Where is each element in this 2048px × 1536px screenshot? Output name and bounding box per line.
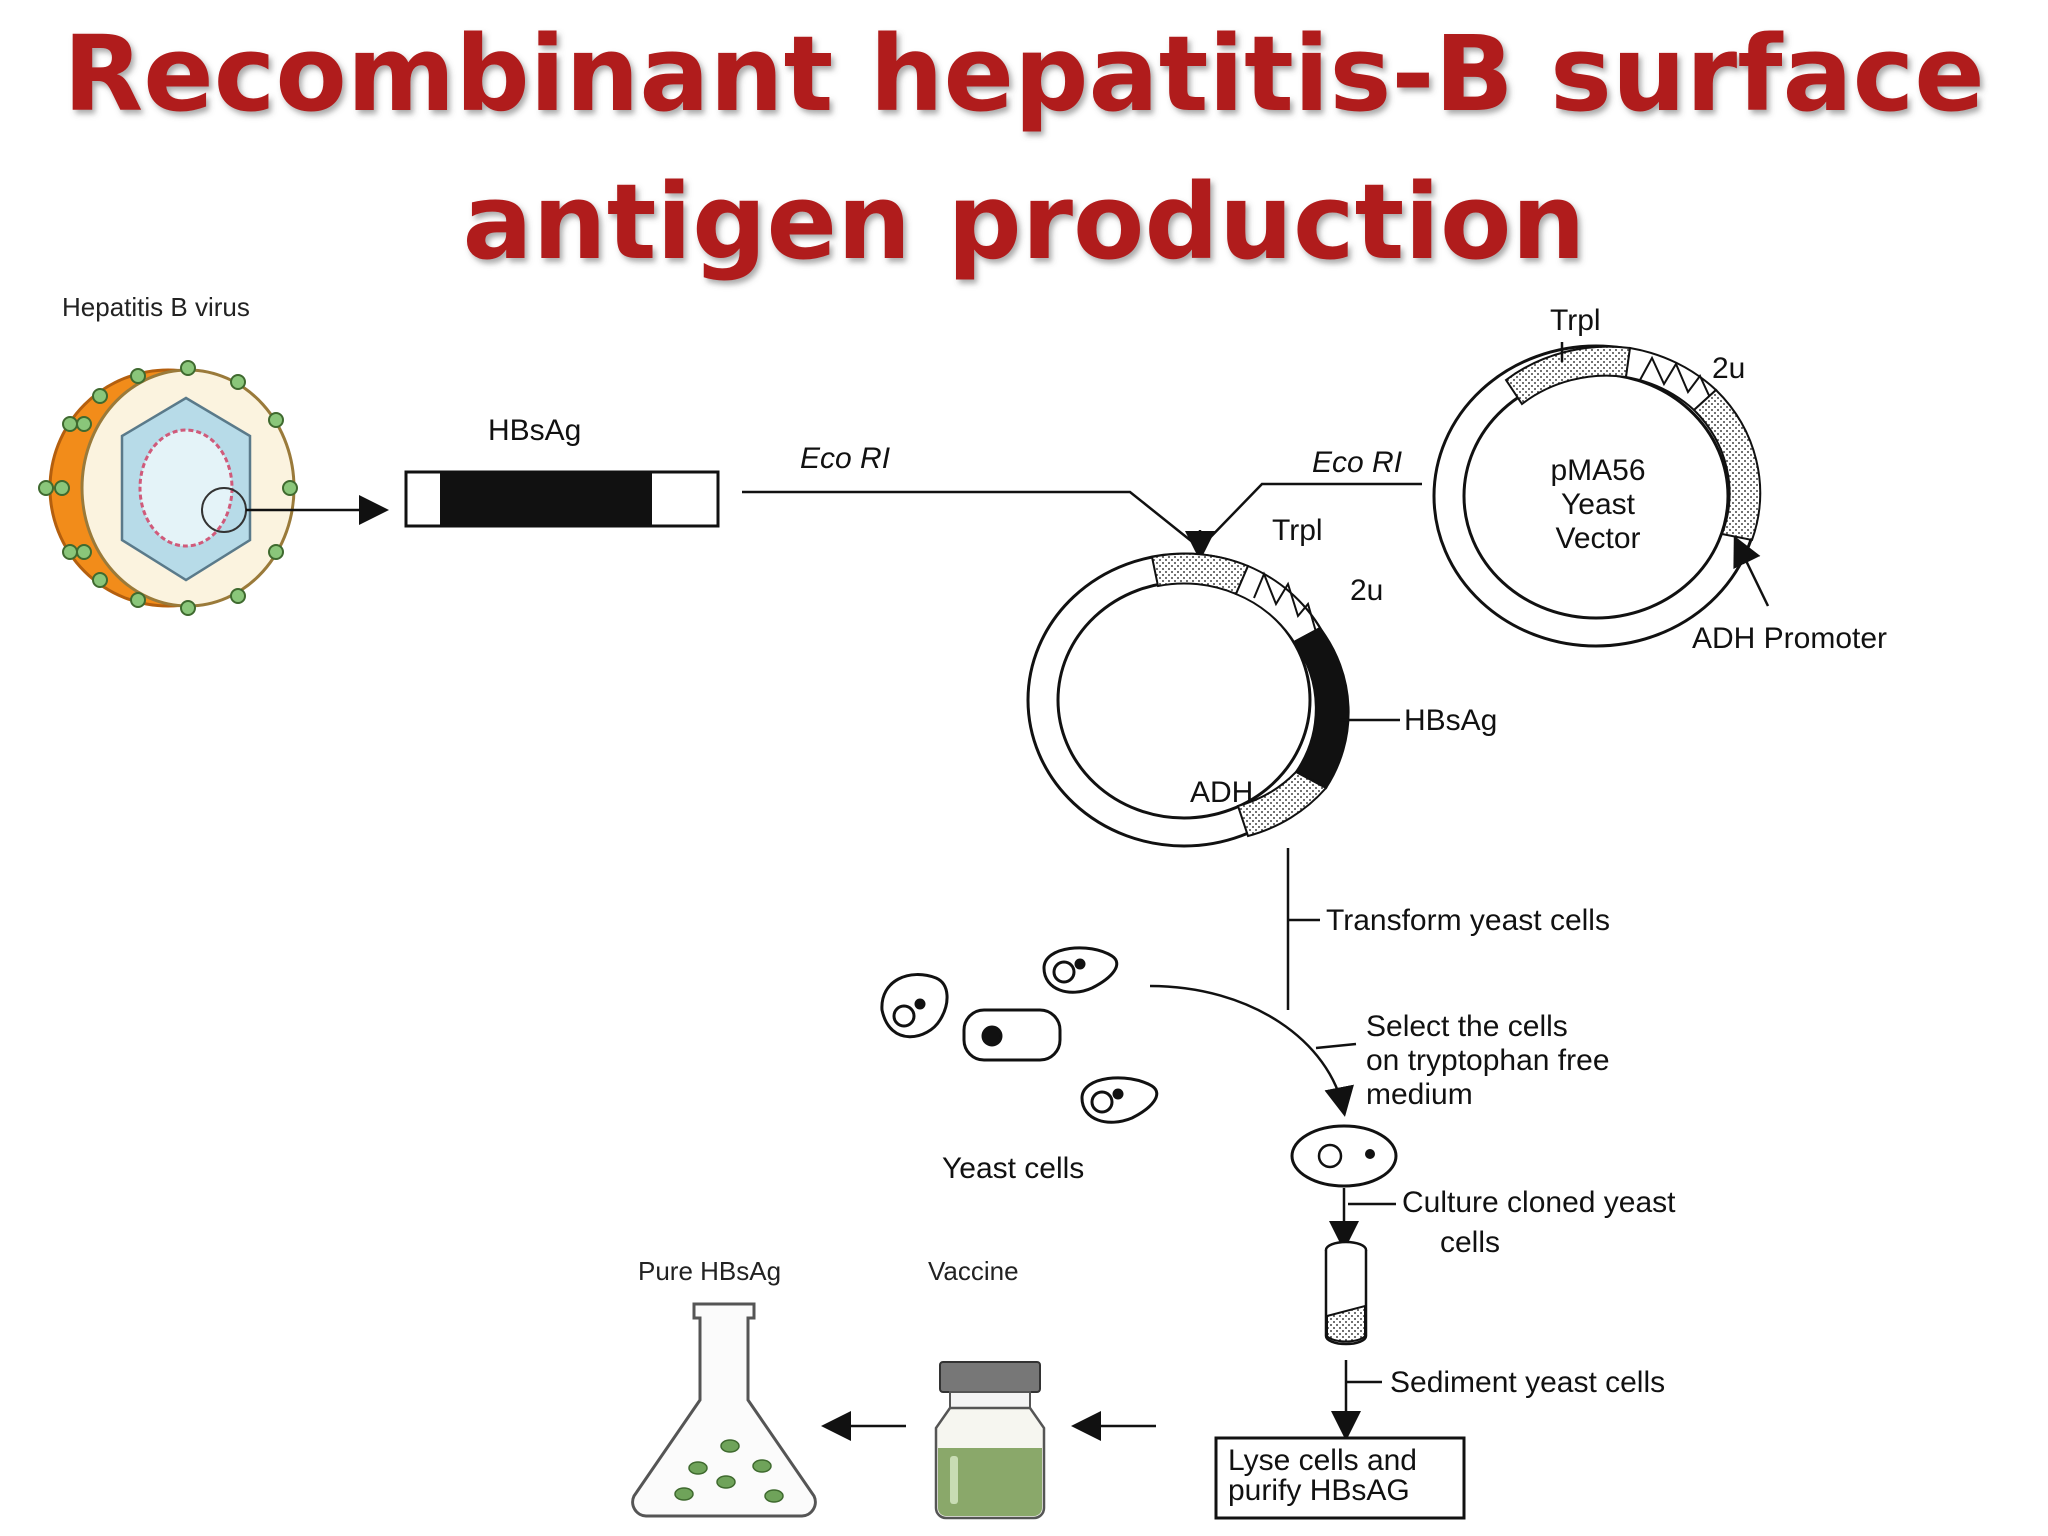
ecori-left-line <box>742 490 1201 549</box>
select-label-line-2: on tryptophan free <box>1366 1044 1610 1077</box>
pure-hbsag-flask <box>631 1302 817 1518</box>
virus-label: Hepatitis B virus <box>62 292 250 322</box>
select-label-line-3: medium <box>1366 1078 1473 1111</box>
yeast-cells-label: Yeast cells <box>942 1152 1084 1185</box>
vector-name-line-1: pMA56 <box>1550 454 1645 487</box>
select-arrow <box>1149 984 1354 1117</box>
recombinant-2u-label: 2u <box>1350 574 1383 607</box>
title-line-2: antigen production <box>463 161 1586 283</box>
vector-trp-label: Trpl <box>1550 304 1601 337</box>
pma56-vector-plasmid <box>1432 344 1762 648</box>
vector-2u-label: 2u <box>1712 352 1745 385</box>
ecori-left-label: Eco RI <box>800 442 890 475</box>
culture-label-line-1: Culture cloned yeast <box>1402 1186 1676 1219</box>
title-line-1: Recombinant hepatitis-B surface <box>63 13 1985 135</box>
pure-hbsag-label: Pure HBsAg <box>638 1256 781 1286</box>
culture-tube <box>1324 1240 1368 1346</box>
yeast-cells-group <box>880 946 1159 1124</box>
recombinant-adh-label: ADH <box>1190 776 1253 809</box>
vector-name-line-3: Vector <box>1555 522 1640 555</box>
recombinant-plasmid <box>1026 552 1350 848</box>
ecori-right-label: Eco RI <box>1312 446 1402 479</box>
vaccine-label: Vaccine <box>928 1256 1019 1286</box>
select-tick <box>1315 1042 1357 1050</box>
vaccine-vial <box>934 1361 1046 1520</box>
transform-label: Transform yeast cells <box>1326 904 1610 937</box>
sediment-label: Sediment yeast cells <box>1390 1366 1665 1399</box>
hepatitis-b-virus-illustration <box>38 360 298 616</box>
promoter-pointer <box>1733 535 1770 607</box>
hbsag-gene-bar <box>404 470 720 528</box>
vector-name-line-2: Yeast <box>1561 488 1636 521</box>
recombinant-insert-label: HBsAg <box>1404 704 1497 737</box>
gene-label: HBsAg <box>488 414 581 447</box>
recombinant-trp-label: Trpl <box>1272 514 1323 547</box>
lyse-label-line-2: purify HBsAG <box>1228 1474 1410 1507</box>
ecori-right-line <box>1199 482 1422 549</box>
culture-label-line-2: cells <box>1440 1226 1500 1259</box>
vector-promoter-label: ADH Promoter <box>1692 622 1887 655</box>
select-label-line-1: Select the cells <box>1366 1010 1568 1043</box>
selected-yeast-cell <box>1290 1124 1398 1188</box>
lyse-label-line-1: Lyse cells and <box>1228 1444 1417 1477</box>
lyse-box <box>1214 1436 1466 1520</box>
